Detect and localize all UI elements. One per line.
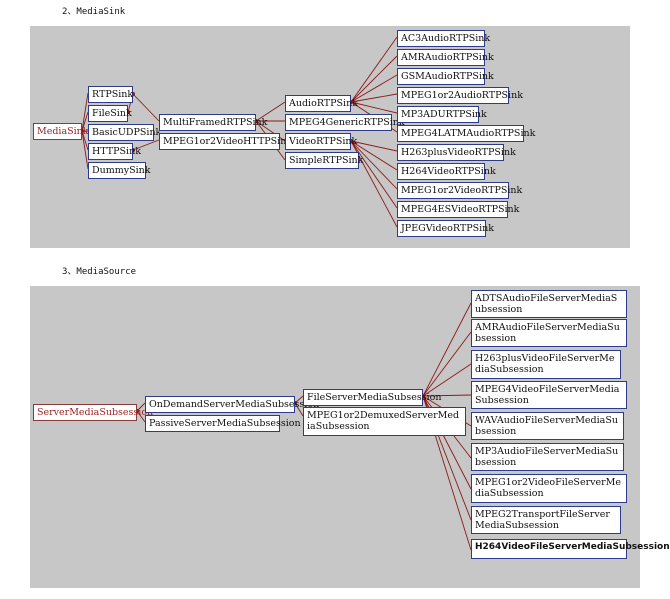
node-mp3adurtpsink: MP3ADURTPSink <box>397 106 487 123</box>
edge-audio-mp3adu <box>350 101 398 114</box>
edge-mediasink-filesink <box>81 111 89 132</box>
node-basicudpsink: BasicUDPSink <box>88 124 161 141</box>
node-h264videortpsink: H264VideoRTPSink <box>397 163 496 180</box>
node-ac3audiortpsink: AC3AudioRTPSink <box>397 30 490 47</box>
node-mpeg4latmaudiortpsink: MPEG4LATMAudioRTPSink <box>397 125 535 142</box>
node-dummysink: DummySink <box>88 162 151 179</box>
node-amraudiofileservermediasubsession: AMRAudioFileServerMediaSubsession <box>471 319 627 347</box>
node-adtsaudiofileservermediasubsession: ADTSAudioFileServerMediaSubsession <box>471 290 627 318</box>
edge-httpsink-mpegvideohttp <box>132 139 160 151</box>
edge-ondemand-demuxed <box>294 402 304 417</box>
node-filesink: FileSink <box>88 105 132 122</box>
node-mpeg1or2videortpsink: MPEG1or2VideoRTPSink <box>397 182 522 199</box>
node-audiortpsink: AudioRTPSink <box>285 95 358 112</box>
edge-multiframed-audiortpsink <box>255 101 286 122</box>
node-httpsink: HTTPSink <box>88 143 141 160</box>
node-videortpsink: VideoRTPSink <box>285 133 357 150</box>
node-mpeg1or2audiortpsink: MPEG1or2AudioRTPSink <box>397 87 523 104</box>
node-jpegvideortpsink: JPEGVideoRTPSink <box>397 220 494 237</box>
edge-video-h264 <box>350 140 398 171</box>
edge-fileserver-h263 <box>422 363 472 397</box>
node-h263plusvideortpsink: H263plusVideoRTPSink <box>397 144 516 161</box>
node-mpeg4videofileservermediasubsession: MPEG4VideoFileServerMediaSubsession <box>471 381 627 409</box>
edge-root-passive <box>136 410 146 423</box>
mediasource-diagram-panel: ServerMediaSubsession OnDemandServerMedi… <box>30 286 670 588</box>
node-h263plusvideofileservermediasubsession: H263plusVideoFileServerMediaSubsession <box>471 350 621 379</box>
edge-audio-ac3 <box>350 36 398 103</box>
edge-video-mpegvideo <box>350 140 398 190</box>
node-mpeg1or2videohttpsink: MPEG1or2VideoHTTPSink <box>159 133 292 150</box>
node-ondemandservermediasubsession: OnDemandServerMediaSubsession <box>145 396 319 413</box>
node-gsmaudiortpsink: GSMAudioRTPSink <box>397 68 494 85</box>
section-heading-mediasource: 3、MediaSource <box>62 267 137 277</box>
edge-fileserver-adts <box>422 302 472 397</box>
section-heading-mediasink: 2、MediaSink <box>62 7 126 17</box>
node-amraudiortpsink: AMRAudioRTPSink <box>397 49 494 66</box>
edge-audio-gsm <box>350 74 398 103</box>
edge-multiframed-videortpsink <box>255 120 286 142</box>
edge-mediasink-rtpsink <box>81 92 89 132</box>
node-servermediasubsession: ServerMediaSubsession <box>33 404 153 421</box>
edge-mediasink-dummysink <box>81 130 89 170</box>
node-mp3audiofileservermediasubsession: MP3AudioFileServerMediaSubsession <box>471 443 624 471</box>
edge-audio-mpegaudio <box>350 93 398 103</box>
mediasink-diagram-panel: MediaSink RTPSink FileSink BasicUDPSink … <box>30 26 630 248</box>
node-mpeg2transportfileservermediasubsession: MPEG2TransportFileServerMediaSubsession <box>471 506 621 534</box>
node-mpeg4genericrtpsink: MPEG4GenericRTPSink <box>285 114 405 131</box>
node-mpeg1or2videofileservermediasubsession: MPEG1or2VideoFileServerMediaSubsession <box>471 474 627 503</box>
edge-video-h263 <box>350 140 398 152</box>
node-simplertpsink: SimpleRTPSink <box>285 152 363 169</box>
node-fileservermediasubsession: FileServerMediaSubsession <box>303 389 441 406</box>
node-passiveservermediasubsession: PassiveServerMediaSubsession <box>145 415 301 432</box>
node-mediasink: MediaSink <box>33 123 89 140</box>
node-wavaudiofileservermediasubsession: WAVAudioFileServerMediaSubsession <box>471 412 624 440</box>
edge-fileserver-mpeg4 <box>422 394 472 397</box>
node-rtpsink: RTPSink <box>88 86 133 103</box>
node-h264videofileservermediasubsession: H264VideoFileServerMediaSubsession <box>471 539 670 559</box>
edge-audio-amr <box>350 55 398 103</box>
edge-mediasink-httpsink <box>81 130 89 151</box>
node-mpeg4esvideortpsink: MPEG4ESVideoRTPSink <box>397 201 519 218</box>
edge-fileserver-amr <box>422 331 472 397</box>
edge-rtpsink-multiframed <box>132 93 160 122</box>
node-mpeg1or2demuxedservermediasubsession: MPEG1or2DemuxedServerMediaSubsession <box>303 407 466 436</box>
node-multiframedrtpsink: MultiFramedRTPSink <box>159 114 267 131</box>
